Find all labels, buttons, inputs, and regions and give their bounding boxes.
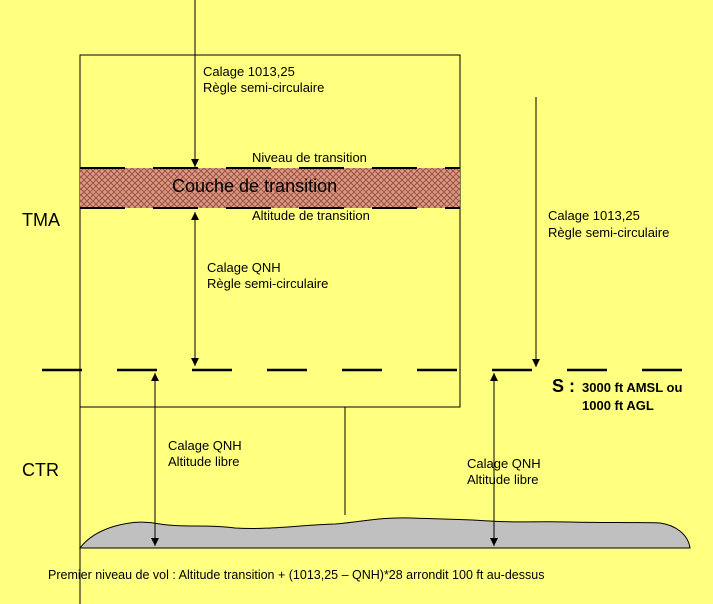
- tma-box: [79, 54, 461, 408]
- outside-upper-line1: Calage 1013,25: [548, 208, 640, 223]
- ctr-right-line1: Calage QNH: [467, 456, 541, 471]
- tma-lower-line2: Règle semi-circulaire: [207, 276, 329, 291]
- ctr-right-line2: Altitude libre: [467, 472, 539, 487]
- tma-label: TMA: [22, 210, 60, 230]
- outside-upper-line2: Règle semi-circulaire: [548, 225, 670, 240]
- terrain: [78, 517, 691, 549]
- transition-level-label: Niveau de transition: [252, 150, 367, 165]
- tma-upper-line2: Règle semi-circulaire: [203, 80, 325, 95]
- tma-lower-line1: Calage QNH: [207, 260, 281, 275]
- transition-altitude-label: Altitude de transition: [252, 208, 370, 223]
- s-letter: S :: [552, 376, 576, 396]
- tma-upper-line1: Calage 1013,25: [203, 64, 295, 79]
- ctr-label: CTR: [22, 460, 59, 480]
- transition-layer-label: Couche de transition: [172, 176, 338, 196]
- ctr-left-line1: Calage QNH: [168, 438, 242, 453]
- transition-layer: [80, 168, 460, 208]
- s-line2: 1000 ft AGL: [582, 398, 654, 413]
- s-line1: 3000 ft AMSL ou: [582, 380, 683, 395]
- first-flight-level-formula: Premier niveau de vol : Altitude transit…: [48, 568, 545, 582]
- ctr-left-line2: Altitude libre: [168, 454, 240, 469]
